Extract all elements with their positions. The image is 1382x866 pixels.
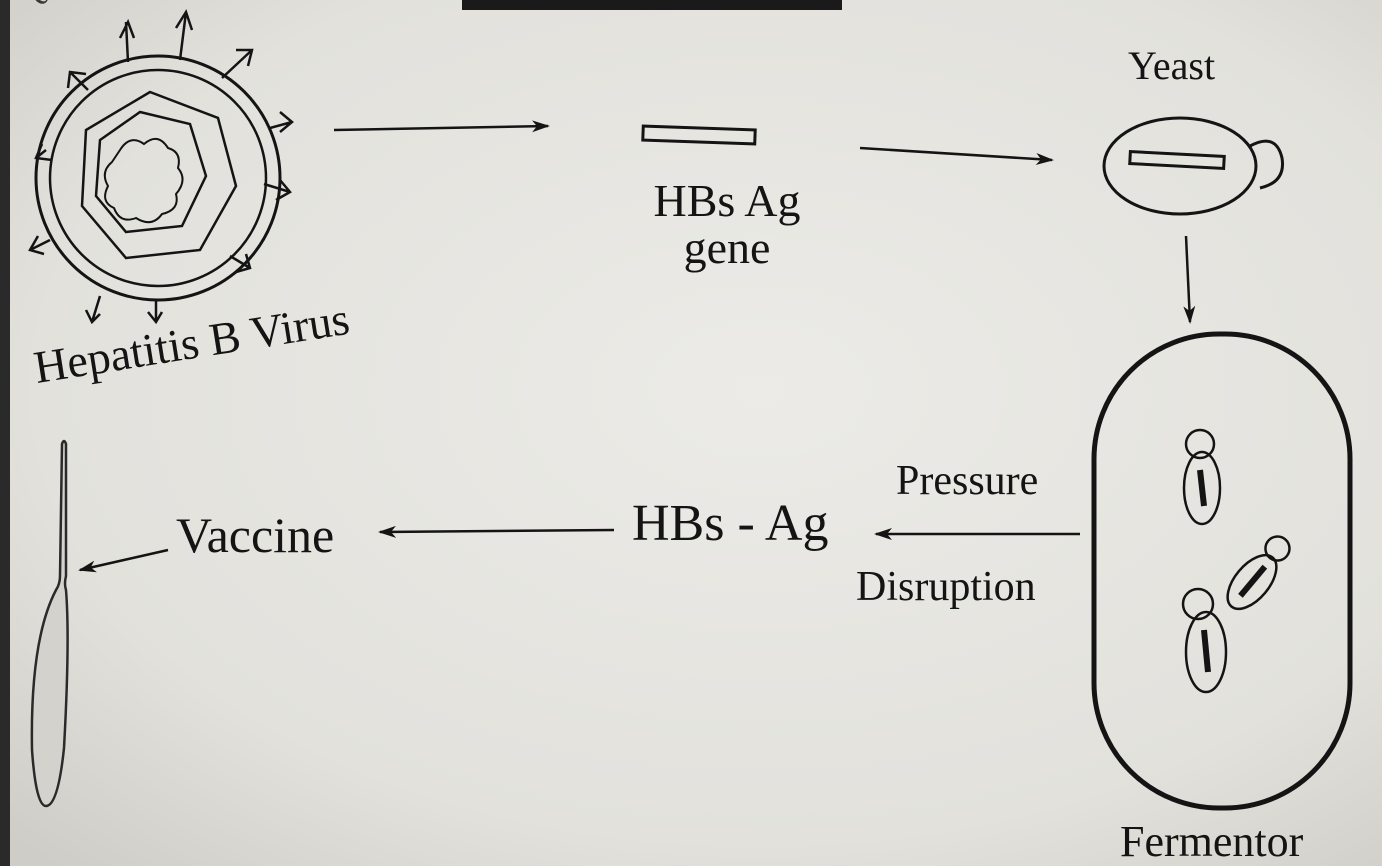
fermentor-vessel-icon — [1091, 331, 1353, 811]
hbs-ag-gene-label-line2: gene — [683, 221, 771, 273]
pressure-label: Pressure — [896, 458, 1039, 504]
heading-remnant — [462, 0, 842, 10]
arrow-gene-to-yeast — [859, 146, 1054, 165]
vaccine-vial-icon — [30, 439, 69, 808]
yeast-label: Yeast — [1128, 43, 1216, 88]
hbs-ag-gene-label: HBs Ag gene — [622, 175, 832, 273]
arrow-virus-to-gene — [333, 120, 550, 133]
hbs-ag-product-label: HBs - Ag — [632, 495, 829, 552]
arrow-yeast-to-fermentor — [1183, 235, 1196, 324]
arrow-to-vaccine-vial — [78, 548, 169, 573]
disruption-label: Disruption — [856, 564, 1036, 610]
fermentor-label: Fermentor — [1120, 817, 1304, 866]
arrow-hbsag-to-vaccine — [378, 525, 615, 538]
hbs-ag-gene-label-line1: HBs Ag — [653, 175, 801, 226]
vaccine-label: Vaccine — [176, 507, 335, 563]
page-edge — [0, 0, 10, 866]
hepatitis-b-virus-icon — [28, 9, 294, 325]
gene-fragment-icon — [641, 124, 757, 146]
yeast-cell-icon — [1102, 116, 1285, 216]
